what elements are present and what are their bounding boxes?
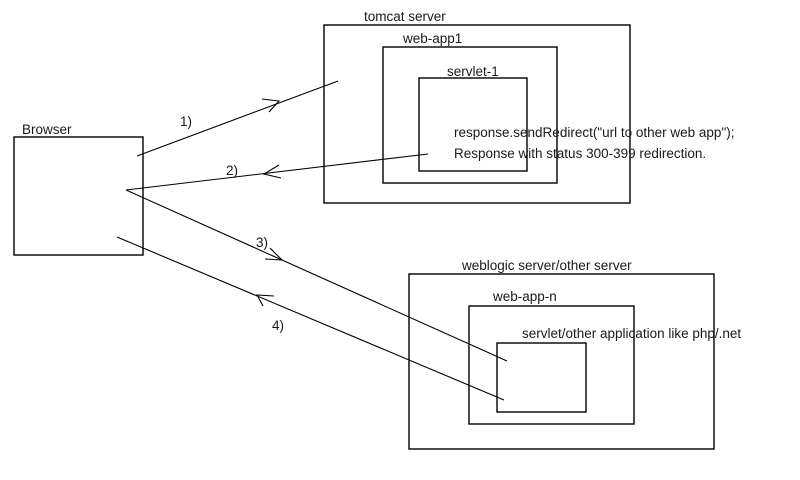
redirect-code-annotation: response.sendRedirect("url to other web …: [454, 125, 735, 140]
servlet-other-box: [496, 342, 587, 413]
arrow-1-line: [136, 80, 339, 157]
arrow-2-label: 2): [226, 163, 239, 178]
servlet-other-label: servlet/other application like php/.net: [522, 326, 742, 341]
weblogic-server-label: weblogic server/other server: [462, 258, 632, 273]
arrow-3-line: [125, 189, 508, 362]
arrow-2-head-icon: [262, 164, 282, 179]
arrow-3-head-icon: [264, 247, 284, 261]
arrow-3-label: 3): [256, 235, 269, 250]
web-app-n-box: [468, 305, 635, 425]
arrow-4-head-icon: [256, 294, 275, 307]
arrow-1-label: 1): [180, 114, 193, 129]
arrow-1-head-icon: [261, 98, 281, 113]
arrow-2-line: [125, 153, 429, 191]
web-app-n-label: web-app-n: [493, 289, 557, 304]
servlet-1-box: [418, 77, 528, 172]
arrow-4-line: [116, 236, 505, 401]
tomcat-server-box: [323, 24, 631, 204]
web-app1-box: [382, 46, 558, 184]
web-app1-label: web-app1: [403, 31, 463, 46]
weblogic-server-box: [408, 273, 715, 450]
redirect-status-annotation: Response with status 300-399 redirection…: [454, 146, 707, 161]
servlet-1-label: servlet-1: [447, 64, 499, 79]
browser-label: Browser: [22, 122, 72, 137]
tomcat-server-label: tomcat server: [364, 9, 446, 24]
arrow-4-label: 4): [272, 318, 285, 333]
browser-box: [13, 136, 144, 256]
